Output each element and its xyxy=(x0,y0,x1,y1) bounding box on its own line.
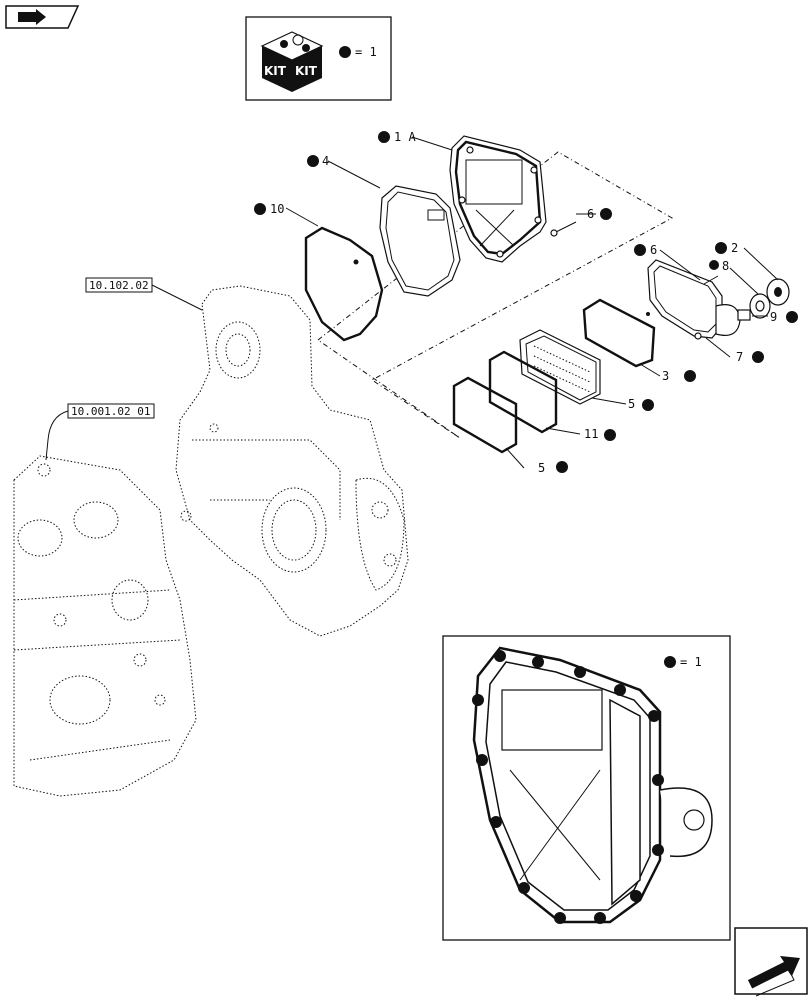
bullet-icon xyxy=(339,46,351,58)
callout-4[interactable]: 4 xyxy=(322,154,329,168)
part-filter-7[interactable] xyxy=(519,329,601,405)
callout-7[interactable]: 5 xyxy=(628,397,635,411)
part-gasket-5-upper[interactable] xyxy=(582,298,656,368)
callout-6-upper[interactable]: 6 xyxy=(587,207,594,221)
callout-3[interactable]: 7 xyxy=(736,350,743,364)
callout-5-upper-bullet xyxy=(684,370,696,382)
callout-8-bullet xyxy=(709,260,719,270)
ref-10-102-02-text: 10.102.02 xyxy=(89,279,149,292)
callout-10-bullet xyxy=(254,203,266,215)
inset-legend-text: = 1 xyxy=(680,655,702,669)
callout-6-upper-bullet xyxy=(600,208,612,220)
part-plug-9[interactable] xyxy=(737,309,751,321)
gear-housing-ghost xyxy=(175,285,409,637)
inset-bullet-icon xyxy=(664,656,676,668)
callout-1a[interactable]: 1 A xyxy=(394,130,416,144)
part-washer-2[interactable] xyxy=(766,278,790,306)
inset-cover-drawing xyxy=(472,646,713,924)
part-housing-3[interactable] xyxy=(647,259,741,340)
part-gasket-11[interactable] xyxy=(488,350,558,434)
callout-3-bullet xyxy=(752,351,764,363)
callout-1a-bullet xyxy=(378,131,390,143)
callout-9[interactable]: 9 xyxy=(770,310,777,324)
part-oring-8[interactable] xyxy=(749,293,771,319)
part-front-cover-1a[interactable] xyxy=(449,135,547,263)
callout-8[interactable]: 8 xyxy=(722,259,729,273)
callout-11[interactable]: 11 xyxy=(584,427,598,441)
callout-4-bullet xyxy=(307,155,319,167)
engine-block-ghost xyxy=(13,455,197,797)
callout-6-lower[interactable]: 6 xyxy=(650,243,657,257)
ref-box-10-001-02-01[interactable]: 10.001.02 01 xyxy=(67,403,155,419)
callout-2-bullet xyxy=(715,242,727,254)
kit-word-right: KIT xyxy=(295,64,318,78)
callout-5-upper[interactable]: 3 xyxy=(662,369,669,383)
next-page-arrow-icon[interactable] xyxy=(734,927,808,997)
callout-10[interactable]: 10 xyxy=(270,202,284,216)
callout-5-lower[interactable]: 5 xyxy=(538,461,545,475)
callout-5-lower-bullet xyxy=(556,461,568,473)
part-seal-10[interactable] xyxy=(304,226,384,342)
ref-10-001-02-01-text: 10.001.02 01 xyxy=(71,405,150,418)
callout-6-lower-bullet xyxy=(634,244,646,256)
book-arrow-icon[interactable] xyxy=(5,5,80,29)
ref-box-10-102-02[interactable]: 10.102.02 xyxy=(85,277,153,293)
callout-11-bullet xyxy=(604,429,616,441)
callout-7-bullet xyxy=(642,399,654,411)
part-bolt-6-upper[interactable] xyxy=(550,221,577,237)
part-gasket-5-lower[interactable] xyxy=(452,376,518,454)
callout-9-bullet xyxy=(786,311,798,323)
kit-word-left: KIT xyxy=(264,64,287,78)
callout-2[interactable]: 2 xyxy=(731,241,738,255)
part-gasket-4[interactable] xyxy=(379,185,461,297)
kit-box-icon: KIT KIT xyxy=(260,31,324,92)
kit-legend-text: = 1 xyxy=(355,45,377,59)
inset-assembled-cover: = 1 xyxy=(442,635,731,941)
kit-legend-box: KIT KIT = 1 xyxy=(245,16,392,101)
